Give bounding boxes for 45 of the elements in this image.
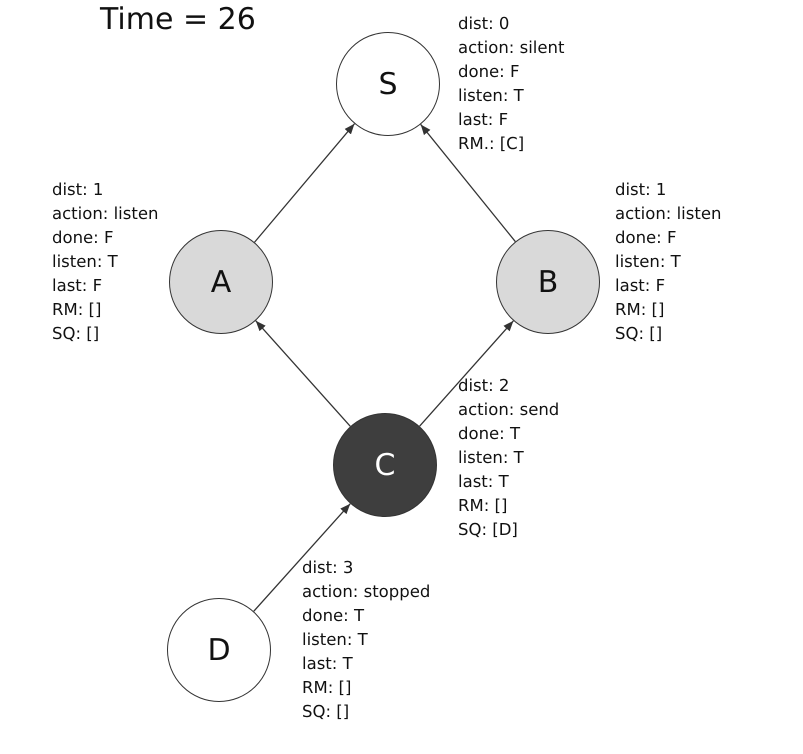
state-attribute: done: F (52, 227, 114, 249)
arrow (255, 320, 351, 427)
state-attribute: last: T (458, 471, 509, 493)
state-attribute: listen: T (458, 85, 524, 107)
state-attribute: RM: [] (302, 677, 352, 699)
node-label: D (207, 632, 231, 668)
state-attribute: SQ: [] (615, 323, 662, 345)
state-attribute: RM: [] (615, 299, 664, 321)
state-attribute: dist: 1 (615, 179, 666, 201)
state-attribute: SQ: [] (52, 323, 100, 345)
title: Time = 26 (100, 2, 256, 37)
state-attribute: last: F (52, 275, 102, 297)
state-attribute: SQ: [] (302, 701, 350, 723)
state-attribute: action: stopped (302, 581, 430, 603)
state-attribute: action: send (458, 399, 560, 421)
arrow (420, 124, 516, 242)
state-attribute: RM.: [C] (458, 133, 524, 155)
state-attribute: RM: [] (52, 299, 102, 321)
state-attribute: dist: 2 (458, 375, 510, 397)
state-attribute: listen: T (52, 251, 118, 273)
node-label: C (374, 448, 396, 482)
state-attribute: done: F (615, 227, 676, 249)
state-attribute: dist: 1 (52, 179, 104, 201)
state-attribute: dist: 0 (458, 13, 510, 35)
state-attribute: action: listen (52, 203, 158, 225)
state-attribute: dist: 3 (302, 557, 354, 579)
state-attribute: last: F (458, 109, 508, 131)
arrow (253, 503, 351, 612)
arrow (254, 123, 355, 243)
state-attribute: listen: T (458, 447, 524, 469)
state-attribute: last: T (302, 653, 353, 675)
state-attribute: done: F (458, 61, 520, 83)
node-label: B (538, 264, 558, 300)
node-label: S (378, 66, 398, 102)
state-attribute: listen: T (302, 629, 368, 651)
state-attribute: done: T (458, 423, 520, 445)
state-attribute: last: F (615, 275, 666, 297)
state-attribute: done: T (302, 605, 364, 627)
node-label: A (210, 264, 232, 300)
state-attribute: action: listen (615, 203, 722, 225)
arrow (419, 320, 514, 427)
state-attribute: SQ: [D] (458, 519, 518, 541)
state-attribute: listen: T (615, 251, 681, 273)
state-attribute: RM: [] (458, 495, 508, 517)
state-attribute: action: silent (458, 37, 564, 59)
